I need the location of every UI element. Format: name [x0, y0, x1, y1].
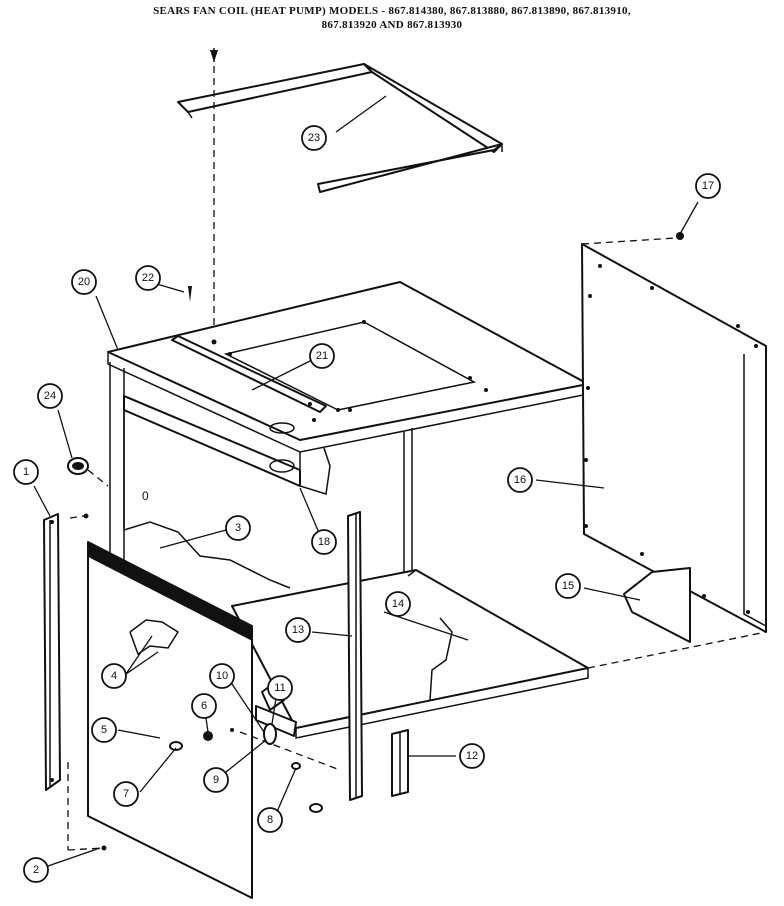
callout-11: 11 — [267, 675, 293, 701]
svg-text:18: 18 — [318, 536, 330, 548]
callout-3: 3 — [225, 515, 251, 541]
svg-text:17: 17 — [702, 180, 714, 192]
callout-18: 18 — [311, 529, 337, 555]
callout-2: 2 — [23, 857, 49, 883]
screw-22 — [188, 286, 192, 302]
callout-24: 24 — [37, 383, 63, 409]
svg-text:9: 9 — [213, 774, 219, 786]
callout-5: 5 — [91, 717, 117, 743]
diagram-title: SEARS FAN COIL (HEAT PUMP) MODELS - 867.… — [0, 4, 784, 32]
screw-2 — [101, 845, 107, 851]
svg-text:8: 8 — [267, 814, 273, 826]
bushing-part — [67, 457, 109, 487]
title-line-2: 867.813920 AND 867.813930 — [321, 19, 463, 31]
screw-top-left — [83, 513, 89, 519]
svg-text:16: 16 — [514, 474, 526, 486]
svg-text:24: 24 — [44, 390, 56, 402]
top-frame-part — [177, 63, 503, 193]
screw-7 — [169, 741, 183, 751]
svg-text:15: 15 — [562, 580, 574, 592]
screw-17 — [676, 232, 684, 240]
filter-bracket-part — [391, 729, 409, 797]
svg-text:10: 10 — [216, 670, 228, 682]
svg-text:23: 23 — [308, 132, 320, 144]
floor-guide-line — [587, 631, 767, 669]
title-line-1: SEARS FAN COIL (HEAT PUMP) MODELS - 867.… — [153, 5, 631, 17]
svg-text:4: 4 — [111, 670, 117, 682]
svg-text:22: 22 — [142, 272, 154, 284]
svg-text:6: 6 — [201, 700, 207, 712]
svg-text:14: 14 — [392, 598, 404, 610]
svg-text:11: 11 — [274, 682, 285, 694]
side-panel-guide-line — [581, 237, 677, 245]
callout-7: 7 — [113, 781, 139, 807]
svg-text:12: 12 — [466, 750, 478, 762]
svg-text:3: 3 — [235, 522, 241, 534]
leader-lines — [33, 95, 699, 867]
callout-22: 22 — [135, 265, 161, 291]
callout-17: 17 — [695, 173, 721, 199]
svg-text:7: 7 — [123, 788, 129, 800]
callout-4: 4 — [101, 663, 127, 689]
callout-21: 21 — [309, 343, 335, 369]
marking-zero: 0 — [142, 489, 149, 503]
cabinet-body: 0 — [107, 281, 589, 739]
svg-text:2: 2 — [33, 864, 39, 876]
callout-20: 20 — [71, 269, 97, 295]
callout-1: 1 — [13, 459, 39, 485]
svg-text:20: 20 — [78, 276, 90, 288]
callout-6: 6 — [191, 693, 217, 719]
callout-16: 16 — [507, 467, 533, 493]
svg-text:21: 21 — [316, 350, 328, 362]
front-panel-part — [87, 541, 253, 899]
side-panel-part — [581, 243, 767, 643]
bracket-guide-top — [69, 515, 85, 519]
callout-10: 10 — [209, 663, 235, 689]
callout-13: 13 — [285, 617, 311, 643]
vertical-strut-part — [347, 511, 363, 801]
callout-23: 23 — [301, 125, 327, 151]
callout-14: 14 — [385, 591, 411, 617]
callout-15: 15 — [555, 573, 581, 599]
callout-12: 12 — [459, 743, 485, 769]
svg-text:5: 5 — [101, 724, 107, 736]
svg-text:1: 1 — [23, 466, 29, 478]
callout-9: 9 — [203, 767, 229, 793]
callout-8: 8 — [257, 807, 283, 833]
top-screw — [210, 48, 218, 62]
left-bracket-part — [43, 513, 61, 791]
svg-text:13: 13 — [292, 624, 304, 636]
washer-bottom — [309, 803, 323, 813]
